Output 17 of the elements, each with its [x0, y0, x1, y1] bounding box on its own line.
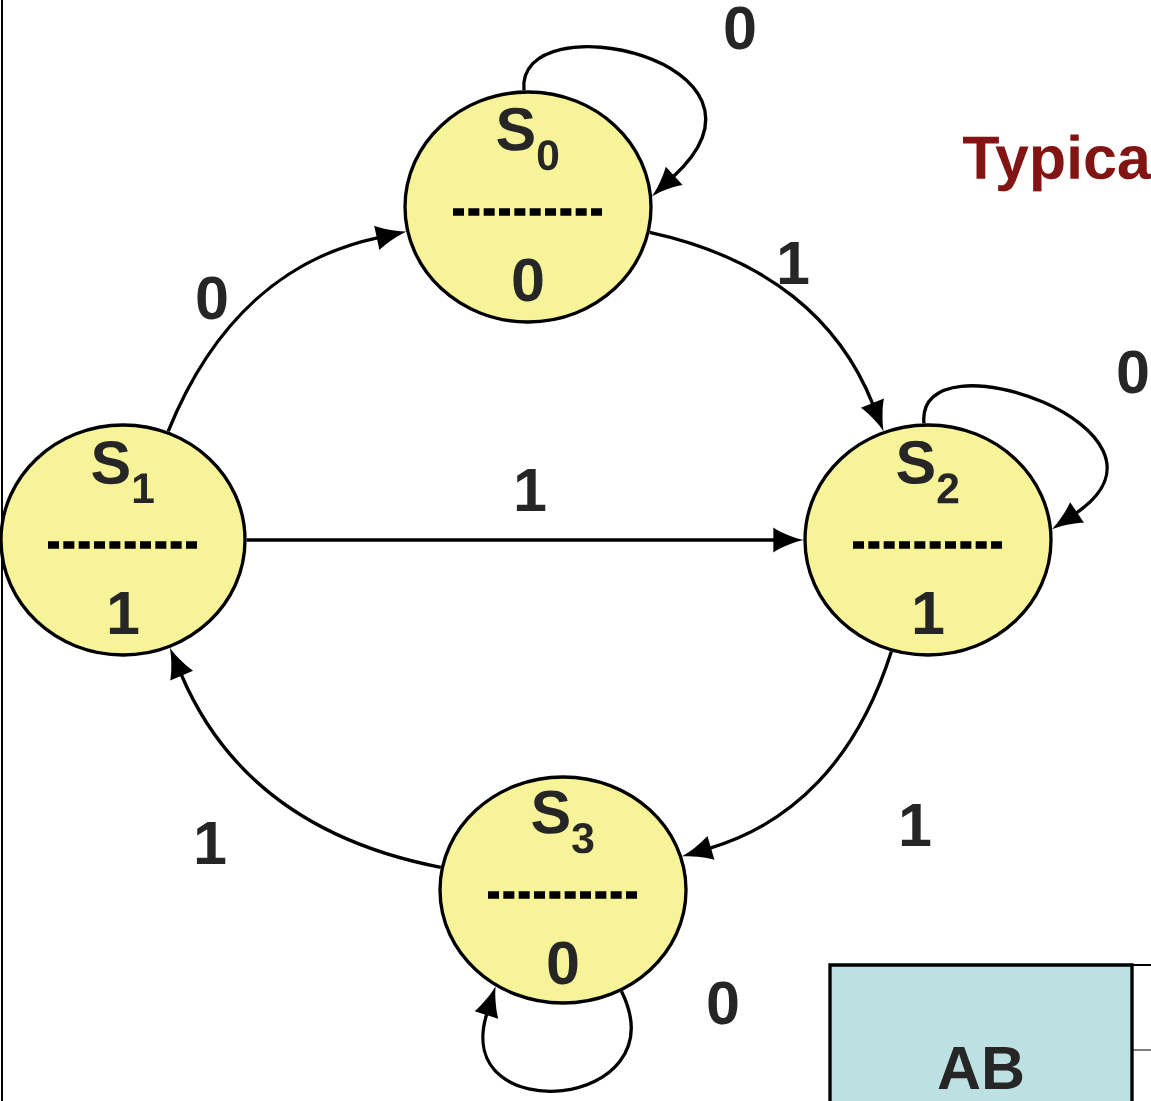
edge-label: 0	[708, 981, 738, 1025]
state-name: S$_{3}$	[532, 790, 594, 854]
table-cell: AB	[828, 963, 1134, 1101]
output-value: 0	[513, 258, 543, 302]
state-name: S$_{1}$	[92, 441, 154, 503]
output-value: 1	[109, 592, 139, 634]
output-value: 0	[548, 941, 578, 985]
arrow	[922, 384, 1109, 528]
title: Typica	[963, 134, 1151, 192]
arrow	[522, 45, 707, 194]
edge-label: 1	[901, 804, 931, 846]
edge-label: 0	[1118, 350, 1148, 394]
edge-label: 1	[516, 469, 546, 511]
state-name: S$_{0}$	[497, 107, 559, 171]
state-name: S$_{2}$	[897, 440, 959, 504]
output-value: 1	[914, 592, 944, 634]
edge-label: 0	[725, 6, 755, 50]
